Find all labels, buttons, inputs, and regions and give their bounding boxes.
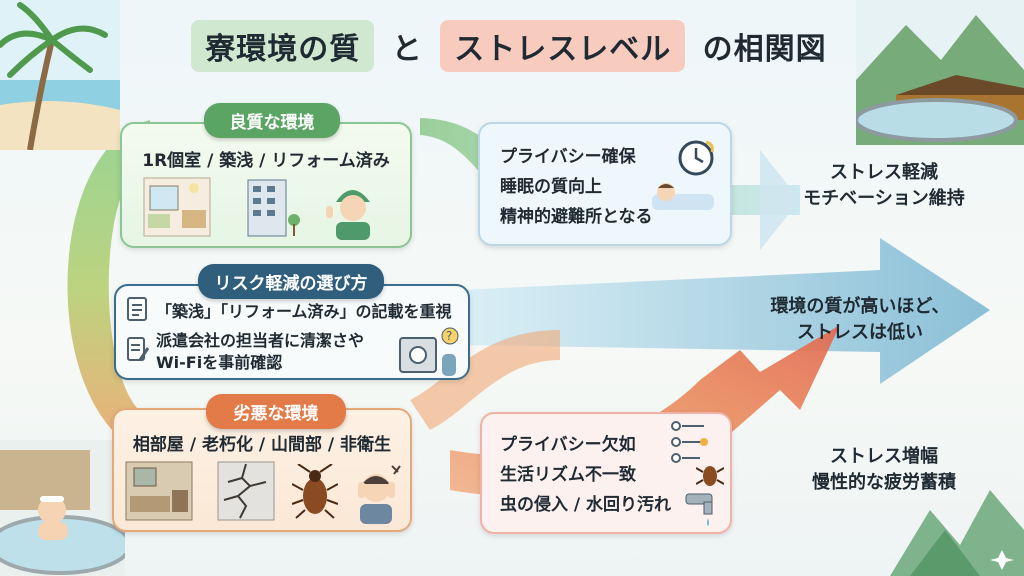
main-arrow: [460, 238, 990, 384]
cracked-wall-icon: [217, 461, 275, 521]
clock-icon: [678, 140, 714, 176]
title-stress-level: ストレスレベル: [440, 20, 686, 72]
title-suffix: の相関図: [702, 32, 827, 67]
conclusion-line1: 環境の質が高いほど、: [770, 296, 950, 317]
shared-room-icon: [125, 461, 193, 521]
bad-effect-rhythm: 生活リズム不一致: [500, 465, 636, 485]
title-connector: と: [391, 32, 423, 67]
good-result-line1: ストレス軽減: [830, 162, 938, 183]
bad-effect-bugs: 虫の侵入 / 水回り汚れ: [500, 495, 672, 515]
safe-question-icon: ?: [399, 327, 459, 376]
conclusion-line2: ストレスは低い: [797, 322, 923, 343]
bad-result: ストレス増幅 慢性的な疲労蓄積: [784, 444, 984, 496]
good-environment-heading: 1R個室 / 築浅 / リフォーム済み: [142, 151, 390, 171]
risk-mitigation-card: 「築浅」「リフォーム済み」の記載を重視 派遣会社の担当者に清潔さや Wi-Fiを…: [114, 284, 470, 380]
risk-item-listing: 「築浅」「リフォーム済み」の記載を重視: [156, 302, 452, 321]
left-arc: [67, 120, 150, 455]
bad-result-line2: 慢性的な疲労蓄積: [812, 472, 956, 493]
beach-scene: [0, 0, 120, 150]
good-effect-sleep: 睡眠の質向上: [500, 177, 602, 197]
good-effects-card: プライバシー確保 睡眠の質向上 精神的避難所となる: [478, 122, 732, 246]
good-effect-privacy: プライバシー確保: [500, 147, 636, 167]
good-result: ストレス軽減 モチベーション維持: [784, 160, 984, 212]
good-effect-refuge: 精神的避難所となる: [500, 207, 653, 227]
worker-thumbs-up-icon: [326, 190, 370, 240]
conclusion: 環境の質が高いほど、 ストレスは低い: [740, 294, 980, 346]
stressed-person-icon: [358, 465, 401, 524]
svg-text:?: ?: [446, 329, 452, 343]
good-environment-card: 1R個室 / 築浅 / リフォーム済み: [120, 122, 412, 248]
upper-arrowhead: [760, 150, 800, 250]
bad-result-line1: ストレス増幅: [830, 446, 938, 467]
good-result-line2: モチベーション維持: [803, 188, 965, 209]
risk-item-check-line2: Wi-Fiを事前確認: [156, 353, 283, 372]
room-icon: [143, 177, 211, 237]
bad-effect-privacy: プライバシー欠如: [500, 435, 636, 455]
bug-icon: [696, 466, 724, 486]
faucet-icon: [685, 493, 713, 526]
page-title: 寮環境の質 と ストレスレベル の相関図: [0, 20, 1024, 72]
risk-item-check-line1: 派遣会社の担当者に清潔さや: [156, 331, 365, 350]
mountain-hotspring-scene: [856, 0, 1024, 145]
sleeping-person-icon: [652, 183, 714, 210]
bad-effects-card: プライバシー欠如 生活リズム不一致 虫の侵入 / 水回り汚れ: [480, 412, 732, 534]
orange-left-curve: [410, 330, 560, 430]
checklist-icon: [127, 297, 147, 321]
cockroach-icon: [292, 464, 338, 519]
risk-item-check: 派遣会社の担当者に清潔さや Wi-Fiを事前確認: [156, 330, 364, 374]
risk-mitigation-label: リスク軽減の選び方: [198, 264, 384, 299]
apartment-building-icon: [247, 179, 300, 237]
good-environment-label: 良質な環境: [204, 103, 340, 138]
bad-environment-card: 相部屋 / 老朽化 / 山間部 / 非衛生: [112, 408, 412, 532]
checklist-pen-icon: [127, 337, 150, 361]
title-dorm-quality: 寮環境の質: [191, 20, 375, 72]
schedule-icon: [671, 421, 708, 463]
bath-person-scene: [0, 440, 125, 576]
bad-environment-heading: 相部屋 / 老朽化 / 山間部 / 非衛生: [132, 435, 392, 455]
bad-environment-label: 劣悪な環境: [206, 394, 346, 429]
mountain-scene: [890, 490, 1024, 576]
